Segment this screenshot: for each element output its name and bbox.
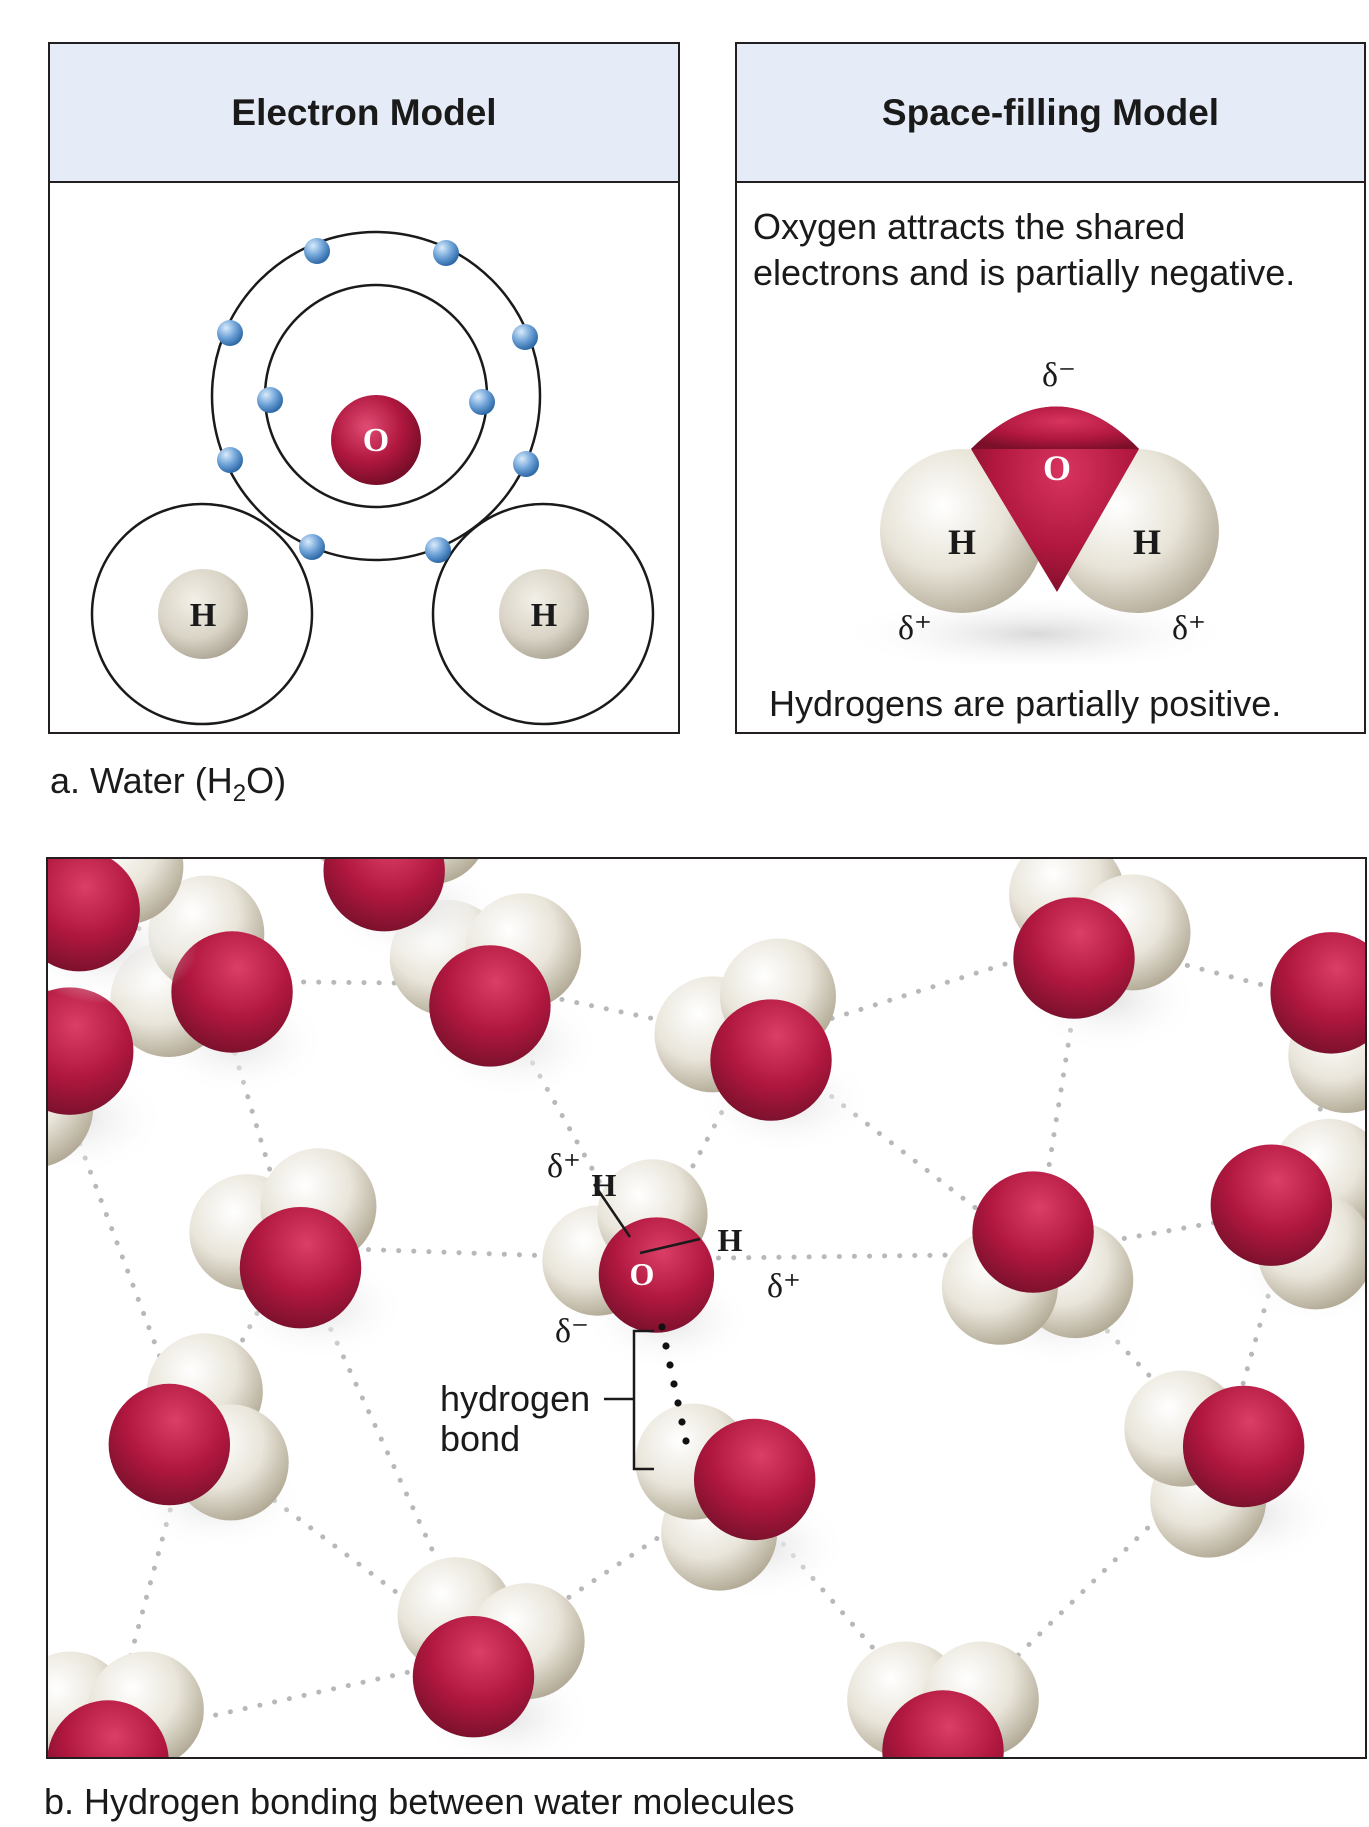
hydrogen-description: Hydrogens are partially positive. [769, 683, 1282, 724]
water-molecule [189, 1148, 408, 1362]
hydrogen-left-shell [90, 502, 314, 726]
electron-model-title: Electron Model [50, 44, 678, 183]
water-molecule [48, 987, 168, 1177]
electron [257, 387, 283, 413]
oxygen-description-line1: Oxygen attracts the shared [753, 206, 1186, 247]
electron [217, 447, 243, 473]
electron [433, 240, 459, 266]
oxygen-nucleus [331, 395, 421, 485]
delta-plus-label-right: δ⁺ [767, 1268, 801, 1305]
water-network-diagram: δ⁺ δ⁺ δ⁻ H H O hydrogen bond [48, 859, 1365, 1757]
oxygen-sphere [971, 406, 1139, 592]
space-filling-model-panel: Space-filling Model Oxygen attracts the … [735, 42, 1366, 734]
delta-minus-label: δ⁻ [1042, 357, 1076, 394]
hydrogen-label-right: H [718, 1222, 743, 1258]
water-molecule [48, 1651, 204, 1757]
hydrogen-bond-label-line1: hydrogen [440, 1378, 590, 1419]
hydrogen-right-shell [431, 502, 655, 726]
water-molecule [1009, 859, 1200, 1054]
space-filling-diagram: δ⁻ O H H δ⁺ δ⁺ [837, 357, 1237, 664]
caption-a: a. Water (H2O) [50, 760, 287, 808]
water-molecules [48, 859, 1365, 1757]
hydrogen-bond-dotted-line [940, 1451, 1226, 1732]
water-molecule [542, 1159, 754, 1372]
water-molecule [941, 1171, 1150, 1369]
caption-b: b. Hydrogen bonding between water molecu… [44, 1781, 795, 1822]
hydrogen-nucleus-right [499, 569, 589, 659]
hydrogen-label-right: H [531, 597, 557, 634]
delta-plus-label-upper: δ⁺ [547, 1148, 581, 1185]
electron-model-diagram: O H H [90, 230, 655, 726]
water-molecule [847, 1641, 1042, 1757]
water-molecule [320, 859, 503, 964]
water-molecule [635, 1403, 849, 1602]
hydrogen-label-left: H [190, 597, 216, 634]
oxygen-description-line2: electrons and is partially negative. [753, 252, 1296, 293]
bond-line-h2 [639, 1237, 701, 1255]
hydrogen-label-upper: H [592, 1167, 617, 1203]
hydrogen-nucleus-left [158, 569, 248, 659]
electron [425, 537, 451, 563]
highlighted-hydrogen-bond [658, 1323, 690, 1445]
water-molecule [1270, 932, 1365, 1122]
water-molecule [397, 1557, 596, 1757]
delta-plus-label-right: δ⁺ [1172, 610, 1206, 647]
bond-line-h1 [592, 1183, 632, 1238]
oxygen-label: O [1043, 448, 1071, 488]
hydrogen-bond-dotted-line [640, 1251, 1038, 1262]
hydrogen-bond-label-line2: bond [440, 1418, 520, 1459]
water-molecule [108, 1333, 305, 1552]
electron [513, 451, 539, 477]
hydrogen-label-left: H [948, 522, 976, 562]
electron [304, 238, 330, 264]
electron-model-panel: Electron Model O [48, 42, 680, 734]
water-molecule [1210, 1118, 1365, 1324]
hydrogen-label-right: H [1133, 522, 1161, 562]
electron [217, 320, 243, 346]
water-molecule [48, 859, 198, 1004]
space-filling-model-title: Space-filling Model [737, 44, 1364, 183]
hydrogen-bond-dotted-line [478, 1484, 737, 1659]
oxygen-outer-shell [210, 230, 542, 562]
oxygen-label: O [630, 1256, 655, 1292]
hydrogen-bonding-panel: δ⁺ δ⁺ δ⁻ H H O hydrogen bond [46, 857, 1367, 1759]
electron [299, 534, 325, 560]
delta-minus-label: δ⁻ [555, 1313, 589, 1350]
electron [512, 324, 538, 350]
water-molecule [654, 938, 875, 1156]
water-molecule [1124, 1370, 1338, 1569]
delta-plus-label-left: δ⁺ [898, 610, 932, 647]
electron [469, 389, 495, 415]
oxygen-label: O [363, 422, 389, 459]
